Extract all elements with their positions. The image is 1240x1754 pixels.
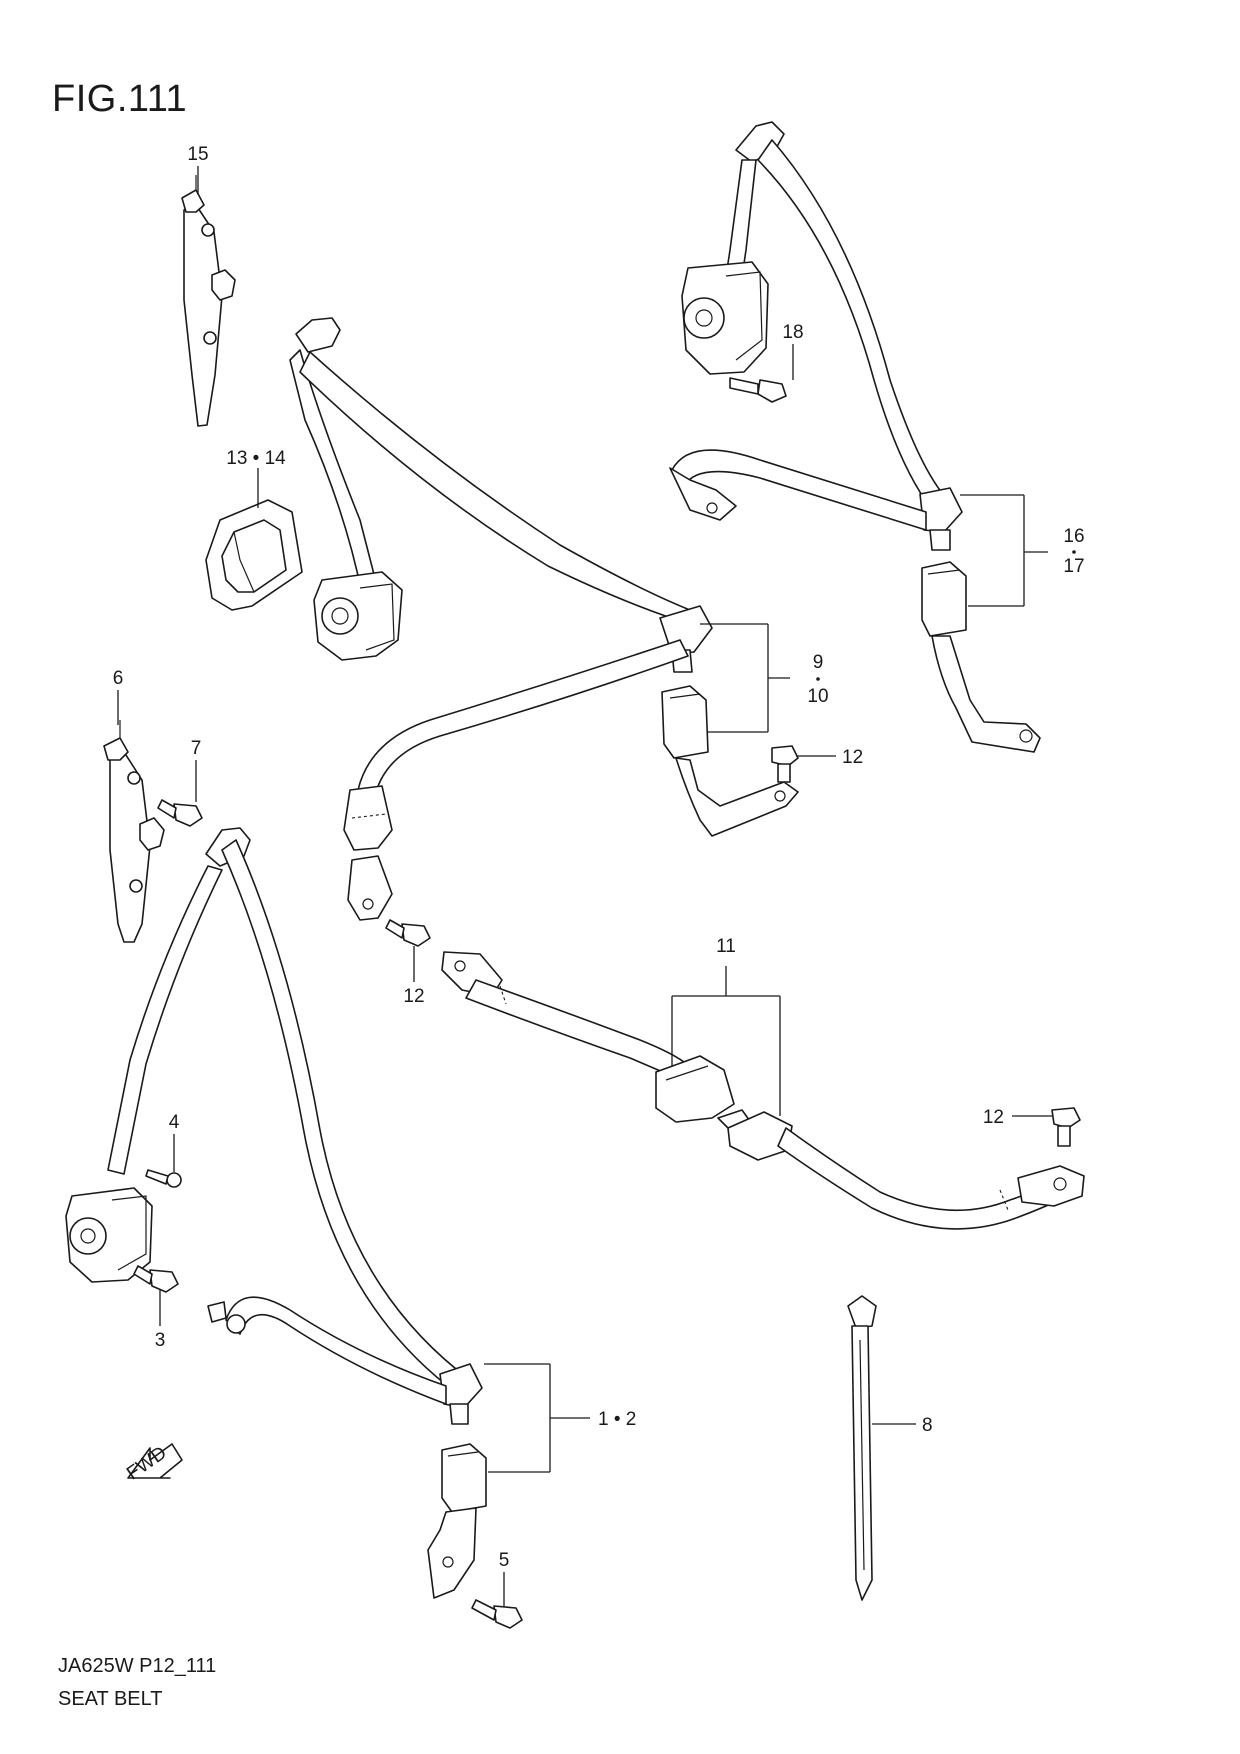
callout-15: 15 [187,144,208,165]
height-adjuster-6 [103,720,165,943]
cover-13-14 [205,499,303,611]
callouts: 15 13 • 14 18 16 17 9 10 12 6 7 12 11 12… [113,144,1085,1571]
callout-17: 17 [1063,556,1084,577]
callout-12-c: 12 [983,1107,1004,1128]
callout-12-b: 12 [403,986,424,1007]
callout-13-14: 13 • 14 [226,448,286,469]
callout-16: 16 [1063,526,1084,547]
callout-dot-9-10 [816,677,820,681]
cable-tie-8 [847,1295,877,1601]
callout-3: 3 [155,1330,166,1351]
seat-belt-16-17 [669,121,1041,753]
callout-8: 8 [922,1415,933,1436]
bolt-12-upper [771,745,799,783]
callout-18: 18 [782,322,803,343]
figure-title: FIG.111 [52,78,188,120]
leader-lines [117,166,1052,1606]
callout-6: 6 [113,668,124,689]
figure-code: JA625W P12_111 [58,1655,217,1677]
seat-belt-1-2 [65,827,487,1599]
bolt-7 [157,799,203,827]
screw-4 [145,1169,182,1188]
figure-name: SEAT BELT [58,1688,163,1710]
callout-11: 11 [716,936,736,957]
fwd-arrow-icon: FWD [123,1442,183,1485]
callout-10: 10 [807,686,828,707]
callout-4: 4 [169,1112,180,1133]
callout-dot-16-17 [1072,550,1076,554]
bolt-12-right [1051,1107,1081,1147]
height-adjuster-15 [181,175,236,427]
callout-5: 5 [499,1550,510,1571]
callout-9: 9 [813,652,824,673]
bolt-12-lower [385,919,431,947]
bolt-5 [471,1599,523,1629]
bolt-3 [133,1265,179,1293]
seat-belt-9-10 [289,317,799,921]
lap-belt-11 [441,951,1085,1230]
callout-7: 7 [191,738,202,759]
callout-1-2: 1 • 2 [598,1409,636,1430]
callout-12-a: 12 [842,747,863,768]
bolt-18 [729,377,787,403]
